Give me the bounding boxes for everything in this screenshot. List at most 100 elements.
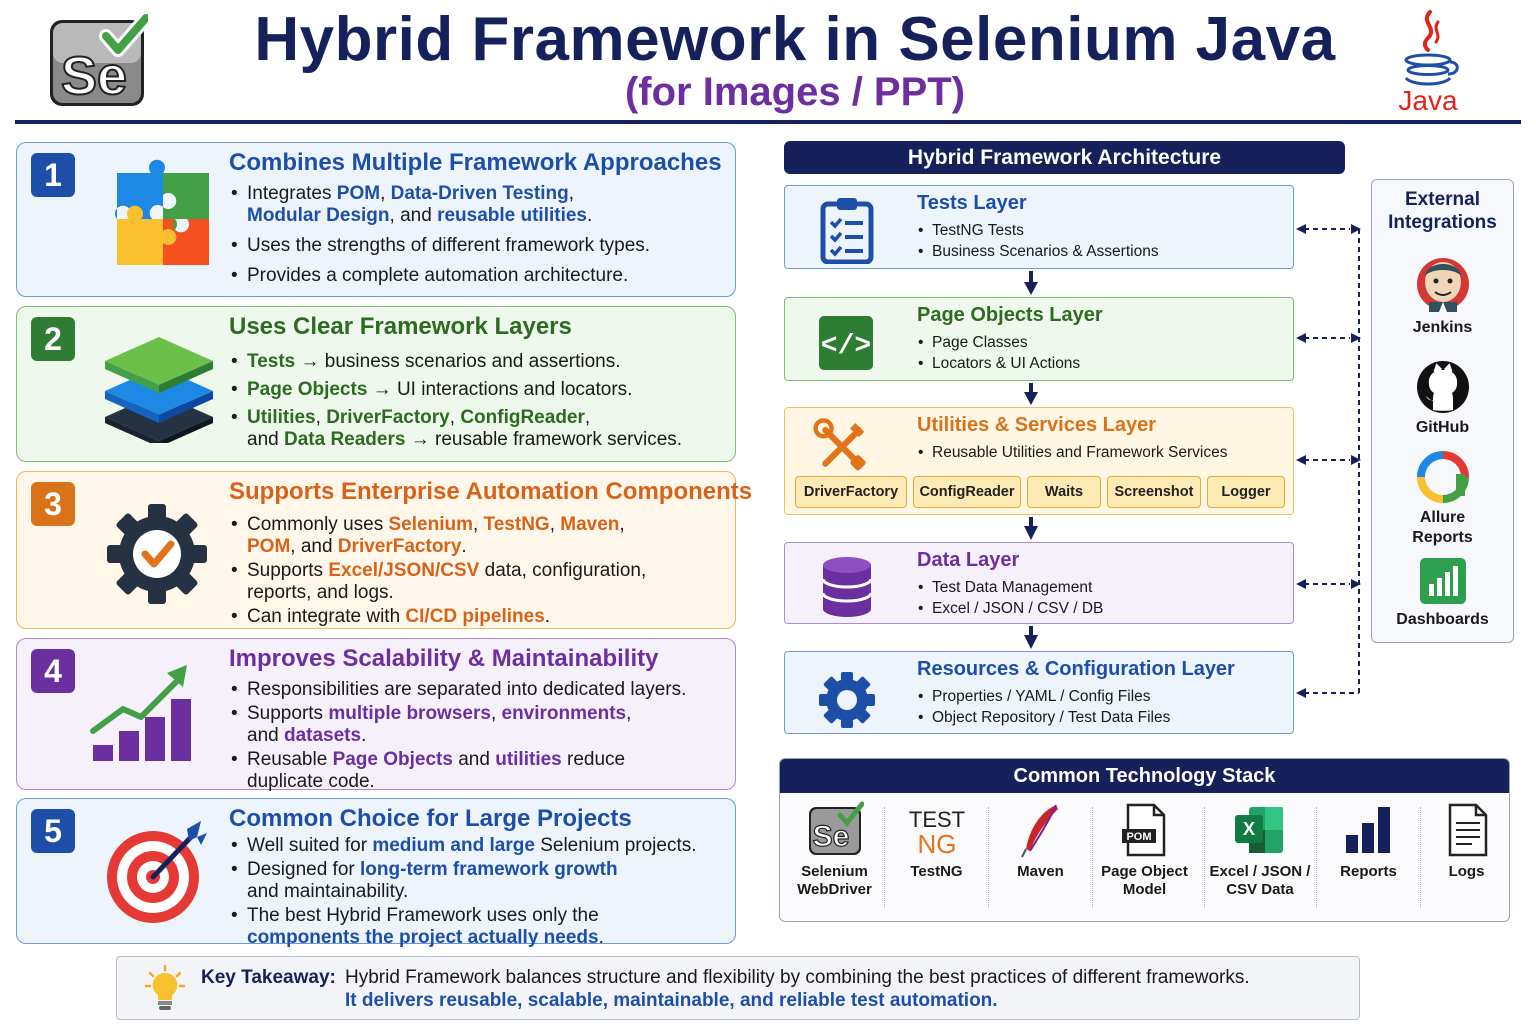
tests-layer: Tests Layer TestNG Tests Business Scenar… [784,185,1294,269]
testng-icon: TEST NG [908,807,964,859]
tools-icon [813,418,866,471]
bullet: Designed for long-term framework growtha… [229,859,697,903]
chip-configreader: ConfigReader [913,476,1021,508]
bullet: Well suited for medium and large Seleniu… [229,835,697,857]
svg-text:Java: Java [1398,85,1458,116]
github-icon [1416,361,1469,413]
svg-text:POM: POM [1126,831,1151,843]
bullet: Integrates POM, Data-Driven Testing,Modu… [229,183,650,227]
layer-items: Page Classes Locators & UI Actions [917,332,1080,374]
page-objects-layer: </> Page Objects Layer Page Classes Loca… [784,297,1294,381]
chip-logger: Logger [1207,476,1285,508]
layer-item: Properties / YAML / Config Files [917,686,1170,707]
svg-text:Se: Se [812,820,849,853]
layer-item: Test Data Management [917,577,1103,598]
takeaway-label: Key Takeaway: [201,967,336,988]
svg-text:</>: </> [821,331,871,362]
data-layer: Data Layer Test Data Management Excel / … [784,542,1294,624]
svg-text:TEST: TEST [908,807,964,832]
utilities-services-layer: Utilities & Services Layer Reusable Util… [784,407,1294,515]
dashboard-icon [1419,558,1466,604]
layer-title: Data Layer [917,549,1020,571]
stack-label: TestNG [910,863,963,880]
clipboard-checklist-icon [820,198,874,264]
target-icon [107,821,207,923]
stack-label: Reports [1340,863,1397,880]
card-combines-approaches: 1 Combines Multiple Framework Approaches… [16,142,736,297]
card-number: 3 [31,482,75,526]
java-logo-icon: Java [1398,10,1459,116]
maven-feather-icon [1020,804,1058,858]
card-title: Improves Scalability & Maintainability [229,645,659,672]
layer-item: Reusable Utilities and Framework Service… [917,442,1227,463]
integration-label: Dashboards [1396,611,1489,628]
bullet: Provides a complete automation architect… [229,265,650,287]
selenium-icon: Se [808,801,864,855]
chip-waits: Waits [1027,476,1101,508]
card-enterprise-components: 3 Supports Enterprise Automation Compone… [16,471,752,629]
layer-title: Resources & Configuration Layer [917,658,1235,680]
card-title: Supports Enterprise Automation Component… [229,478,753,505]
growth-chart-icon [90,665,191,761]
bullet: Utilities, DriverFactory, ConfigReader,a… [229,407,682,451]
lightbulb-icon [145,965,185,1010]
layer-items: Properties / YAML / Config Files Object … [917,686,1170,728]
integration-label: Jenkins [1412,319,1473,336]
layer-title: Page Objects Layer [917,304,1103,326]
page-title: Hybrid Framework in Selenium Java [254,5,1336,74]
card-title: Combines Multiple Framework Approaches [229,149,722,176]
layer-item: Locators & UI Actions [917,353,1080,374]
svg-text:X: X [1243,819,1255,839]
stack-item-logs: Logs [1414,801,1509,881]
bullet: Responsibilities are separated into dedi… [229,679,686,701]
layer-item: Page Classes [917,332,1080,353]
pom-document-icon: POM [1121,803,1165,857]
stack-separator [988,807,989,907]
integration-dashboards: Dashboards [1372,556,1513,630]
layer-items: TestNG Tests Business Scenarios & Assert… [917,220,1159,262]
resources-configuration-layer: Resources & Configuration Layer Properti… [784,651,1294,734]
header-divider [15,120,1521,124]
layers-icon [105,337,213,443]
technology-stack-title: Common Technology Stack [780,759,1509,793]
bullet: Commonly uses Selenium, TestNG, Maven,PO… [229,514,646,558]
card-bullets: Tests → business scenarios and assertion… [229,351,682,453]
external-dashed-connectors [1304,228,1360,694]
card-framework-layers: 2 Uses Clear Framework Layers Tests → bu… [16,306,736,462]
layer-items: Reusable Utilities and Framework Service… [917,442,1227,463]
stack-separator [1316,807,1317,907]
stack-label: Maven [1017,863,1064,880]
stack-separator [1092,807,1093,907]
stack-label: Excel / JSON /CSV Data [1209,863,1311,898]
card-number: 4 [31,649,75,693]
card-bullets: Well suited for medium and large Seleniu… [229,835,697,951]
gear-check-icon [107,504,207,604]
bullet: Supports Excel/JSON/CSV data, configurat… [229,560,646,604]
allure-icon [1416,451,1469,503]
integration-github: GitHub [1372,360,1513,438]
excel-icon: X [1235,807,1283,853]
integration-jenkins: Jenkins [1372,254,1513,338]
jenkins-icon [1416,258,1469,312]
header: Se Hybrid Framework in Selenium Java (fo… [0,0,1536,124]
stack-separator [1204,807,1205,907]
bullet: Page Objects → UI interactions and locat… [229,379,682,401]
integration-label: GitHub [1415,419,1470,436]
code-icon: </> [819,316,873,370]
layer-title: Tests Layer [917,192,1027,214]
layer-item: Excel / JSON / CSV / DB [917,598,1103,619]
stack-item-maven: Maven [988,801,1093,881]
logs-document-icon [1448,803,1487,857]
stack-separator [1420,807,1421,907]
key-takeaway-box: Key Takeaway: Hybrid Framework balances … [116,956,1360,1020]
bullet: Can integrate with CI/CD pipelines. [229,606,646,628]
layer-item: TestNG Tests [917,220,1159,241]
layer-item: Object Repository / Test Data Files [917,707,1170,728]
database-icon [821,557,873,617]
